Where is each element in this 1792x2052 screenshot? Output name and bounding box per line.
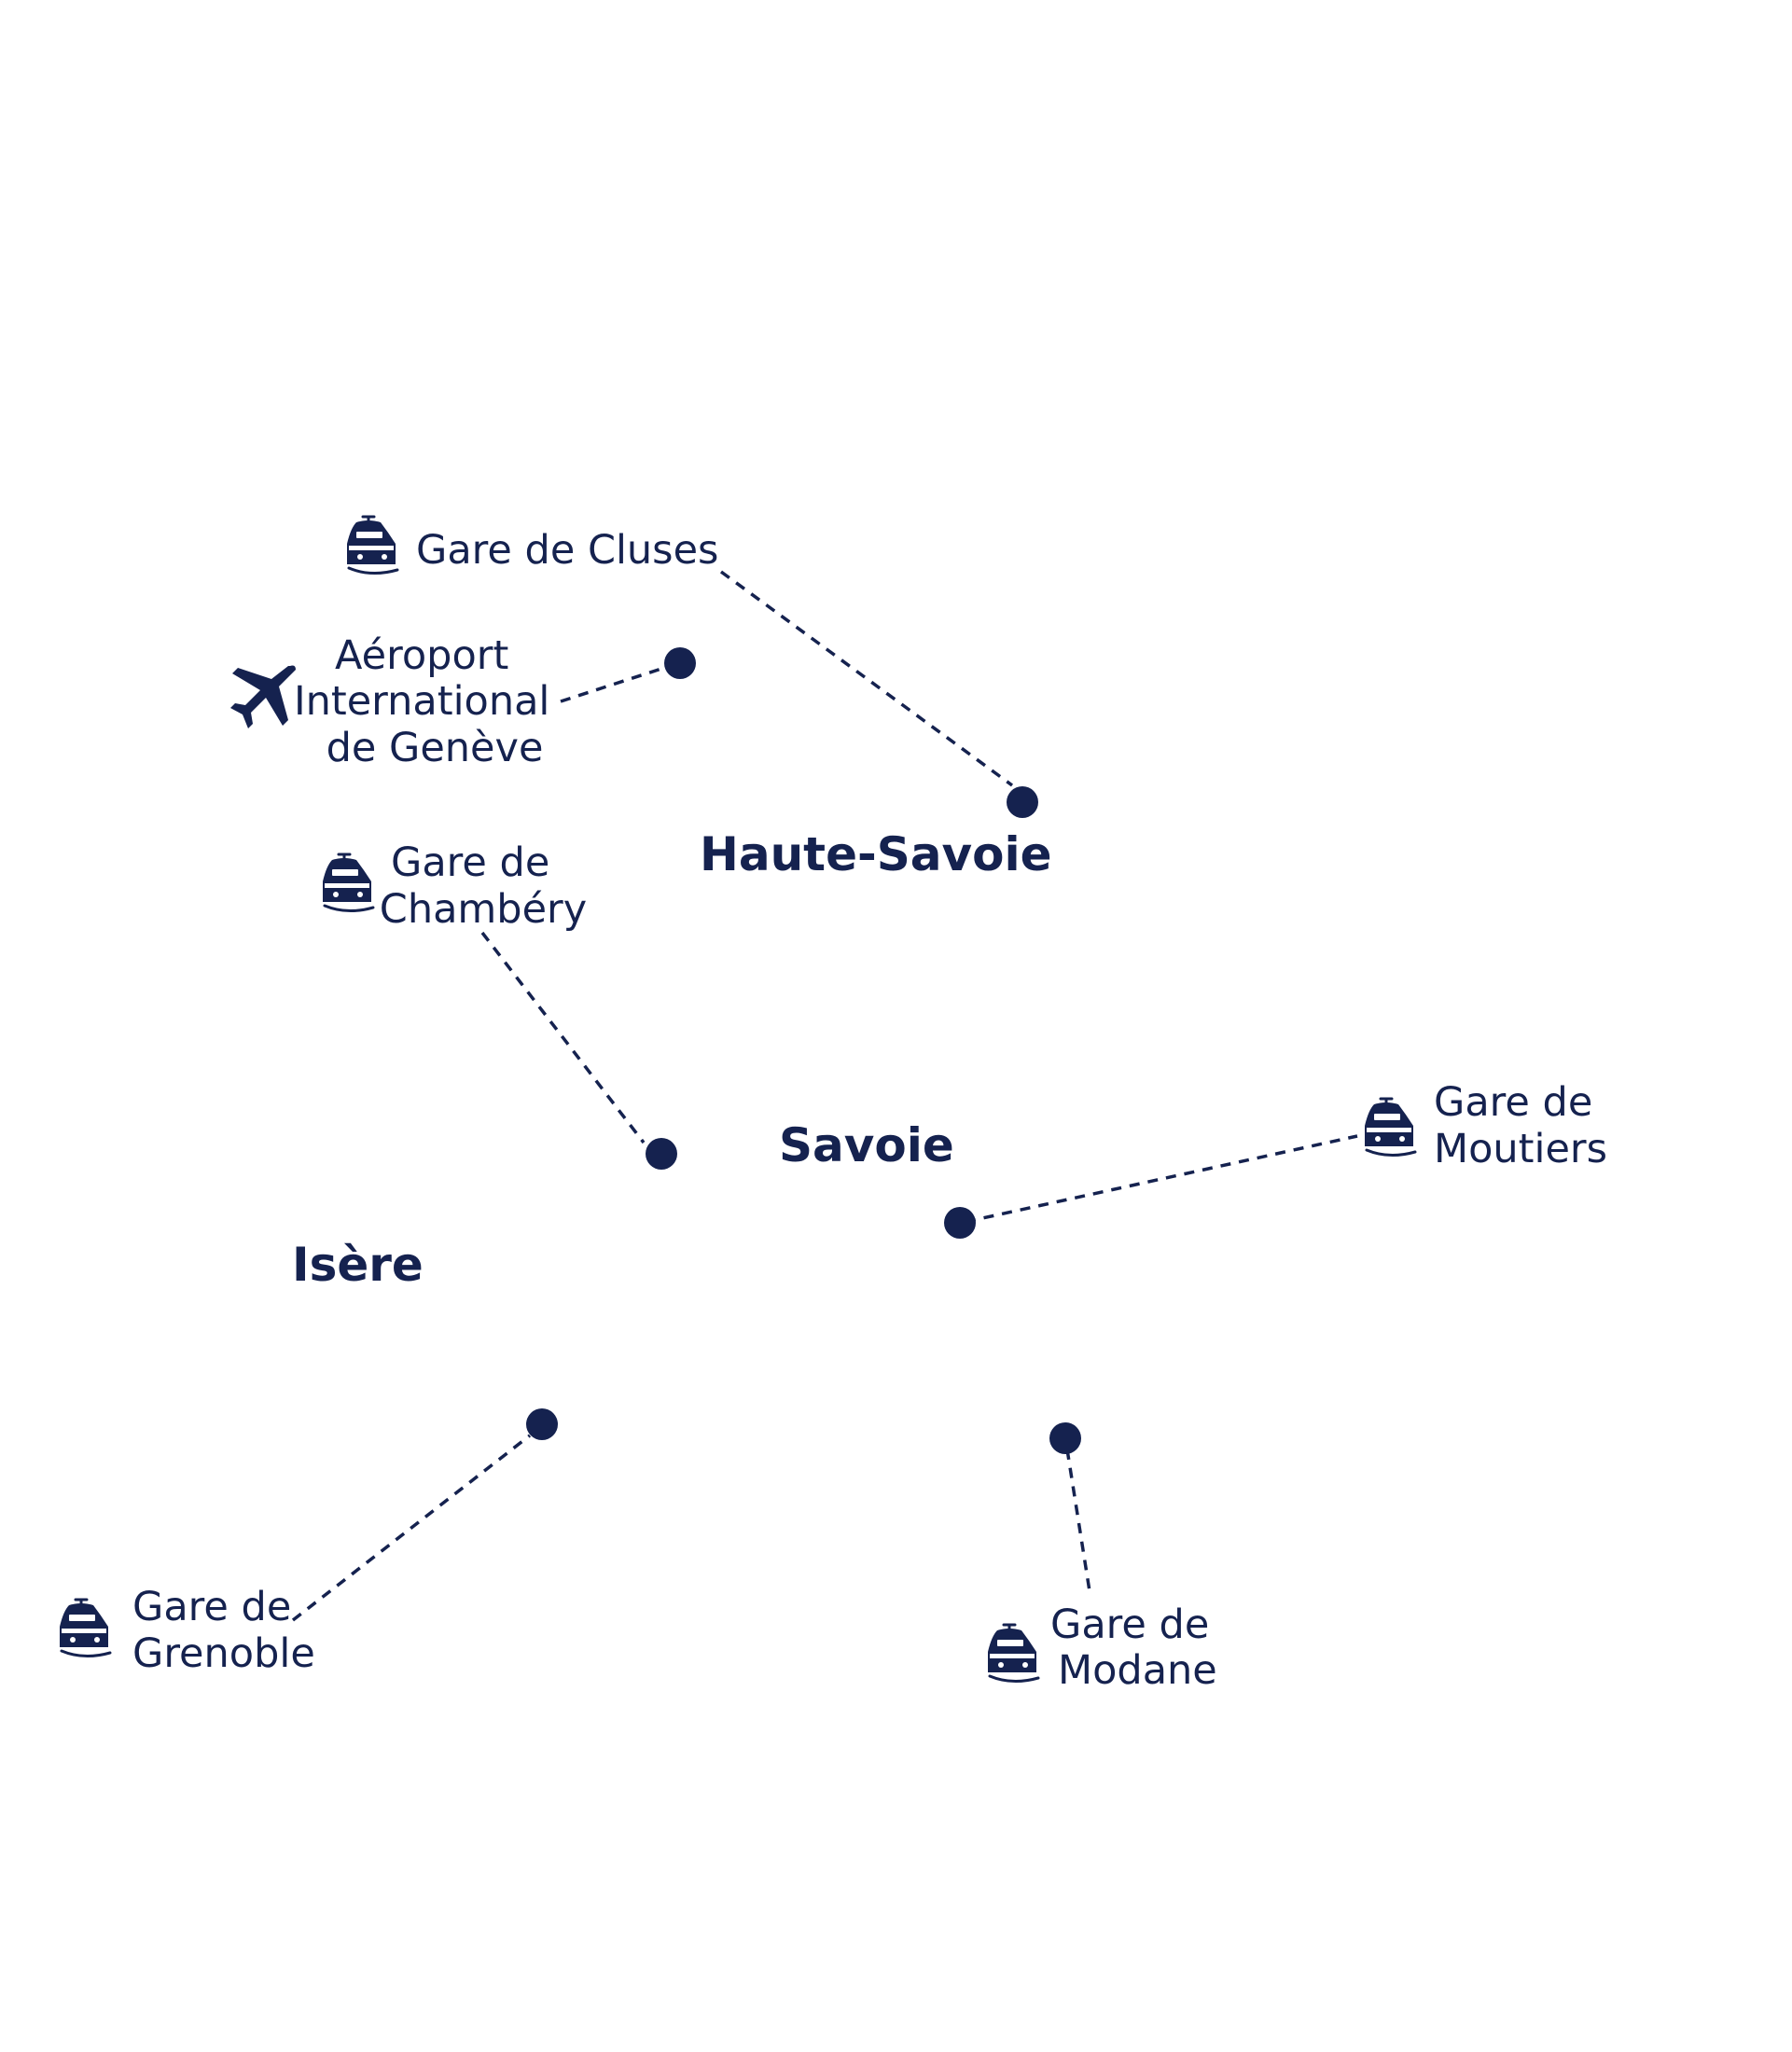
label-grenoble-line: Gare de: [132, 1584, 291, 1630]
label-modane-line: Modane: [1058, 1647, 1217, 1694]
marker-modane: [1049, 1422, 1081, 1454]
connector-cluses: [719, 570, 1014, 787]
connector-modane: [1065, 1449, 1091, 1592]
label-modane-line: Gare de: [1050, 1601, 1209, 1648]
label-geneve-line: International: [294, 678, 549, 725]
label-cluses: Gare de Cluses: [416, 527, 718, 574]
label-modane: Gare de Modane: [1050, 1601, 1222, 1694]
region-savoie: Savoie: [779, 1118, 954, 1172]
connector-chambery: [480, 931, 646, 1144]
label-chambery-line: Gare de: [391, 839, 549, 886]
marker-moutiers: [944, 1207, 976, 1239]
marker-chambery: [646, 1138, 677, 1170]
train-icon: [345, 515, 399, 575]
marker-grenoble: [526, 1408, 558, 1440]
label-chambery: Gare de Chambéry: [380, 839, 587, 933]
label-grenoble-line: Grenoble: [132, 1630, 315, 1677]
label-moutiers-line: Gare de: [1434, 1079, 1592, 1126]
label-geneve: Aéroport International de Genève: [294, 632, 563, 771]
label-cluses-line: Gare de Cluses: [416, 527, 718, 574]
label-grenoble: Gare de Grenoble: [132, 1584, 315, 1677]
label-moutiers-line: Moutiers: [1434, 1126, 1607, 1172]
airplane-icon: [230, 665, 296, 728]
label-moutiers: Gare de Moutiers: [1434, 1079, 1607, 1172]
connector-grenoble: [291, 1434, 532, 1622]
train-icon: [58, 1598, 112, 1658]
connector-moutiers: [965, 1134, 1358, 1224]
label-chambery-line: Chambéry: [380, 886, 587, 933]
label-geneve-line: de Genève: [326, 725, 544, 771]
train-icon: [321, 853, 375, 913]
label-geneve-line: Aéroport: [335, 632, 508, 679]
region-haute-savoie: Haute-Savoie: [700, 827, 1052, 881]
train-icon: [986, 1623, 1040, 1684]
connector-geneve: [560, 666, 665, 703]
marker-cluses: [1007, 786, 1038, 818]
train-icon: [1363, 1097, 1417, 1158]
region-isere: Isère: [292, 1238, 424, 1292]
marker-geneve: [664, 647, 696, 679]
